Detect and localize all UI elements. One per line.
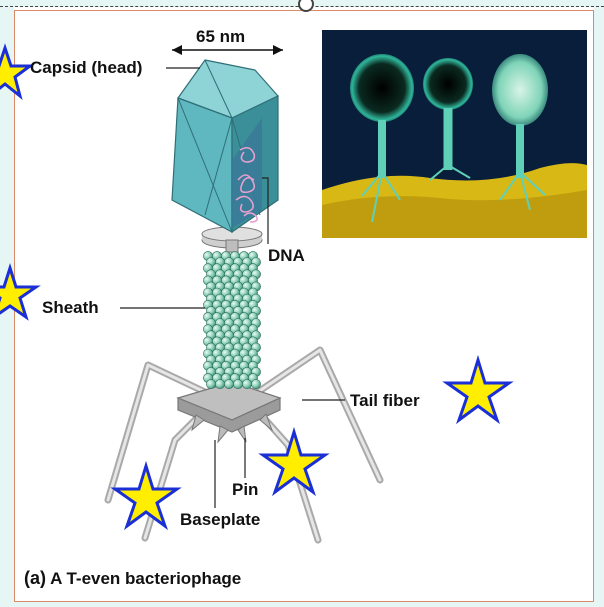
- tail-fiber-label: Tail fiber: [350, 391, 420, 410]
- right-margin-strip: [594, 6, 604, 607]
- scale-bar: [172, 45, 283, 55]
- star-icon: [110, 460, 182, 531]
- figure-caption: (a) A T-even bacteriophage: [24, 568, 241, 589]
- capsid-label: Capsid (head): [30, 58, 143, 77]
- sheath-bead: [233, 379, 243, 389]
- leader-lines: [120, 67, 345, 508]
- sheath-bead: [242, 379, 252, 389]
- sheath-bead: [224, 379, 234, 389]
- pin-label: Pin: [232, 480, 259, 499]
- star-icon: [0, 263, 41, 321]
- electron-micrograph-image: [322, 30, 587, 238]
- caption-prefix: (a): [24, 568, 46, 588]
- resize-handle[interactable]: [298, 0, 314, 12]
- capsid: [171, 59, 279, 234]
- star-markers: [0, 43, 514, 531]
- collar: [201, 226, 263, 253]
- dna-label: DNA: [268, 246, 305, 265]
- bottom-margin-strip: [0, 602, 604, 607]
- sheath: [203, 251, 261, 389]
- sheath-bead: [215, 379, 225, 389]
- star-icon: [442, 354, 514, 425]
- scale-label: 65 nm: [196, 27, 246, 46]
- sheath-label: Sheath: [42, 298, 99, 317]
- sheath-bead: [251, 379, 261, 389]
- baseplate-label: Baseplate: [180, 510, 261, 529]
- star-icon: [0, 43, 35, 101]
- caption-text: A T-even bacteriophage: [50, 569, 242, 588]
- sheath-bead: [206, 379, 216, 389]
- star-icon: [258, 426, 330, 497]
